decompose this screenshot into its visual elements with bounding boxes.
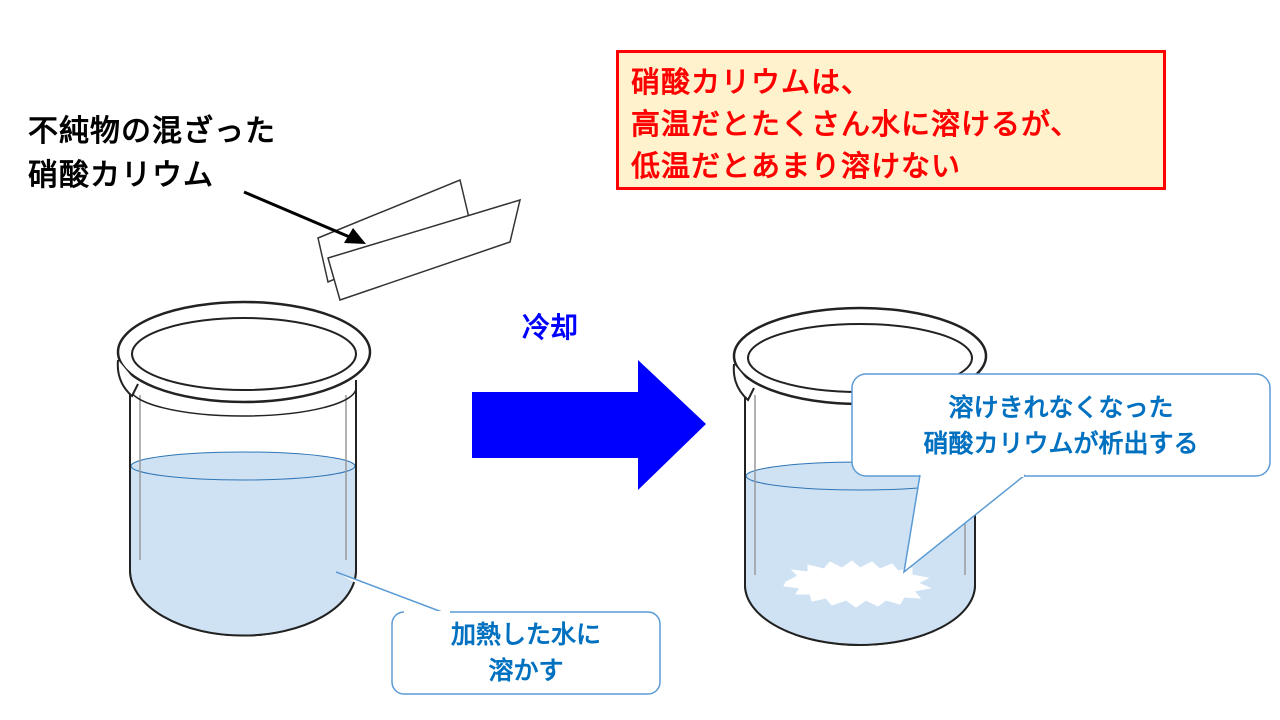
precipitate-callout-line1: 溶けきれなくなった	[948, 393, 1174, 422]
pointer-arrow	[243, 190, 366, 244]
solubility-note-line3: 低温だとあまり溶けない	[631, 149, 962, 183]
right-callout	[851, 373, 1271, 574]
dissolve-callout-line2: 溶かす	[488, 656, 564, 685]
dissolve-callout-line1: 加熱した水に	[450, 620, 601, 649]
solubility-note-line1: 硝酸カリウムは、	[631, 65, 872, 99]
paper-sheet	[317, 178, 522, 301]
dissolve-callout-text: 加熱した水に 溶かす	[394, 617, 658, 689]
solubility-note-box: 硝酸カリウムは、 高温だとたくさん水に溶けるが、 低温だとあまり溶けない	[616, 50, 1166, 190]
precipitate-crystals	[783, 560, 932, 608]
precipitate-callout-line2: 硝酸カリウムが析出する	[923, 429, 1199, 458]
left-beaker	[116, 300, 372, 637]
impure-salt-label-line2: 硝酸カリウム	[28, 158, 214, 193]
cooling-label: 冷却	[522, 311, 579, 344]
cooling-arrow	[472, 360, 706, 490]
precipitate-callout-text: 溶けきれなくなった 硝酸カリウムが析出する	[852, 390, 1270, 462]
solubility-note-line2: 高温だとたくさん水に溶けるが、	[631, 107, 1081, 141]
impure-salt-label: 不純物の混ざった 硝酸カリウム	[28, 110, 276, 198]
impure-salt-label-line1: 不純物の混ざった	[28, 114, 276, 149]
left-callout	[335, 571, 661, 695]
left-beaker-solution	[131, 466, 355, 635]
